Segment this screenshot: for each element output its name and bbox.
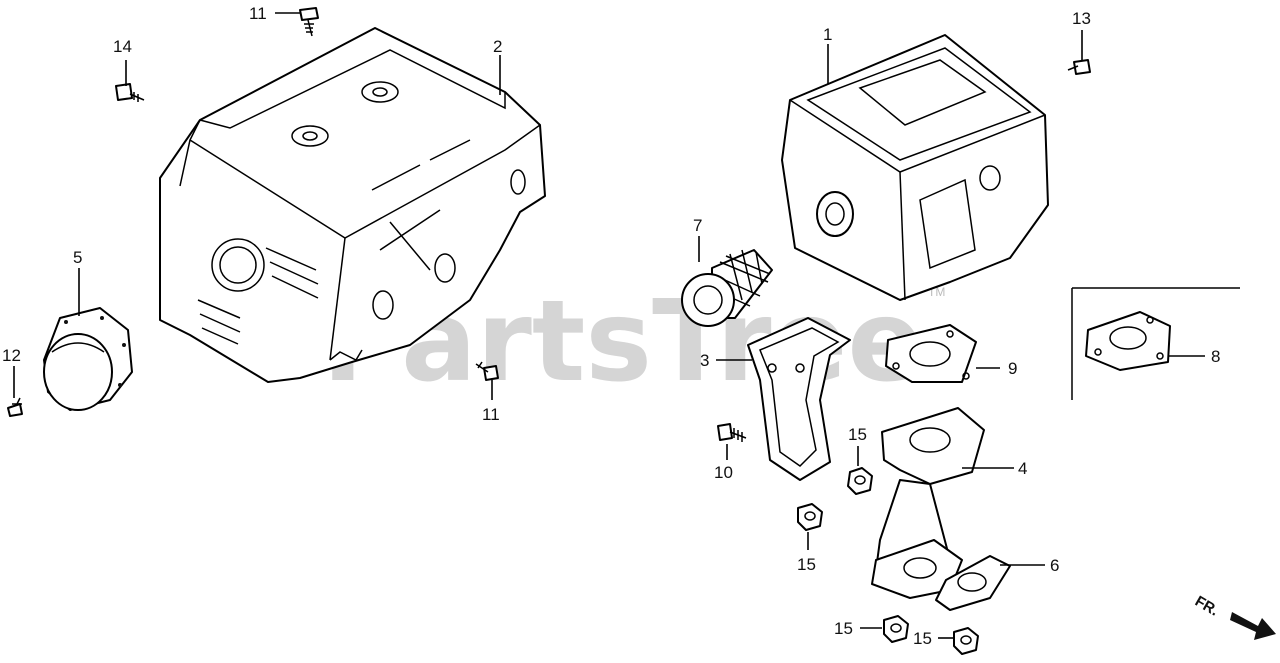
part-6-gasket[interactable] (935, 555, 1011, 611)
part-7-spark-arrester[interactable] (681, 249, 773, 327)
callout-15-a: 15 (848, 425, 867, 444)
callout-7: 7 (693, 216, 702, 235)
callout-9: 9 (1008, 359, 1017, 378)
callout-6: 6 (1050, 556, 1059, 575)
callout-15-b: 15 (797, 555, 816, 574)
part-2-muffler-protector[interactable] (159, 27, 546, 383)
part-4-exhaust-pipe[interactable] (871, 407, 985, 599)
part-1-muffler[interactable] (781, 34, 1049, 301)
callout-2: 2 (493, 37, 502, 56)
callout-15-c: 15 (834, 619, 853, 638)
part-9-gasket[interactable] (885, 324, 977, 383)
front-label: FR. (1192, 593, 1221, 620)
part-14-bolt[interactable] (115, 83, 145, 102)
callout-15-d: 15 (913, 629, 932, 648)
callout-1: 1 (823, 25, 832, 44)
callout-14: 14 (113, 37, 132, 56)
front-direction-indicator: FR. (1192, 593, 1276, 640)
part-3-muffler-stay[interactable] (747, 317, 851, 481)
part-12-bolt[interactable] (7, 397, 23, 417)
part-15-nut-d[interactable] (953, 627, 979, 655)
callout-8: 8 (1211, 347, 1220, 366)
front-arrow-icon (1230, 612, 1276, 640)
part-8-gasket-alternate[interactable] (1071, 287, 1240, 400)
part-11-bolt-bottom[interactable] (475, 361, 499, 381)
part-15-nut-a[interactable] (847, 467, 873, 495)
part-10-bolt[interactable] (717, 423, 747, 442)
callout-10: 10 (714, 463, 733, 482)
callout-labels: 11 14 2 1 13 5 12 11 7 3 9 8 10 15 4 15 … (2, 4, 1220, 648)
leader-lines (13, 12, 1205, 639)
callout-3: 3 (700, 351, 709, 370)
callout-11-bottom: 11 (482, 405, 500, 424)
callout-12: 12 (2, 346, 21, 365)
callout-11-top: 11 (249, 4, 267, 23)
part-13-bolt[interactable] (1067, 59, 1091, 75)
callout-5: 5 (73, 248, 82, 267)
part-15-nut-c[interactable] (883, 615, 909, 643)
part-5-muffler-cap[interactable] (43, 307, 133, 411)
callout-13: 13 (1072, 9, 1091, 28)
part-11-bolt-top[interactable] (299, 7, 319, 37)
part-15-nut-b[interactable] (797, 503, 823, 531)
callout-4: 4 (1018, 459, 1027, 478)
